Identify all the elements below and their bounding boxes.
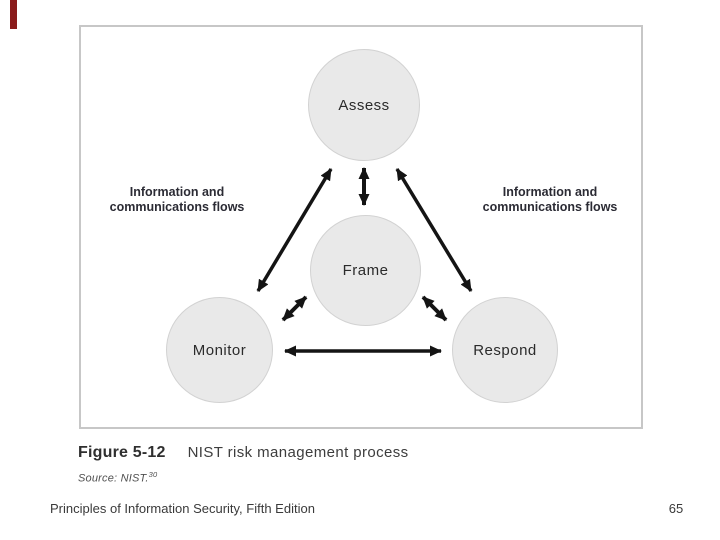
node-frame: Frame bbox=[310, 215, 421, 326]
slide-accent-bar bbox=[10, 0, 17, 29]
node-monitor-label: Monitor bbox=[192, 341, 247, 359]
figure-caption-title: NIST risk management process bbox=[187, 444, 409, 461]
flow-label-left-line2: communications flows bbox=[109, 200, 245, 214]
flow-label-left: Information and communications flows bbox=[107, 185, 247, 215]
node-monitor: Monitor bbox=[166, 297, 273, 403]
slide-page-number: 65 bbox=[668, 501, 684, 516]
figure-caption-label: Figure 5-12 bbox=[78, 444, 166, 461]
node-frame-label: Frame bbox=[342, 262, 389, 279]
flow-label-right-line1: Information and bbox=[502, 185, 598, 199]
figure-source: Source: NIST.30 bbox=[78, 470, 157, 485]
figure-caption: Figure 5-12 NIST risk management process bbox=[78, 444, 409, 462]
node-assess-label: Assess bbox=[338, 96, 390, 114]
node-respond: Respond bbox=[452, 297, 558, 403]
slide-footer: Principles of Information Security, Fift… bbox=[50, 501, 315, 516]
figure-source-text: Source: NIST. bbox=[78, 472, 149, 485]
flow-label-right-line2: communications flows bbox=[482, 200, 618, 214]
flow-label-right: Information and communications flows bbox=[480, 185, 620, 215]
node-respond-label: Respond bbox=[473, 341, 537, 359]
node-assess: Assess bbox=[308, 49, 420, 161]
figure-source-note-ref: 30 bbox=[148, 470, 158, 479]
flow-label-left-line1: Information and bbox=[129, 185, 225, 199]
